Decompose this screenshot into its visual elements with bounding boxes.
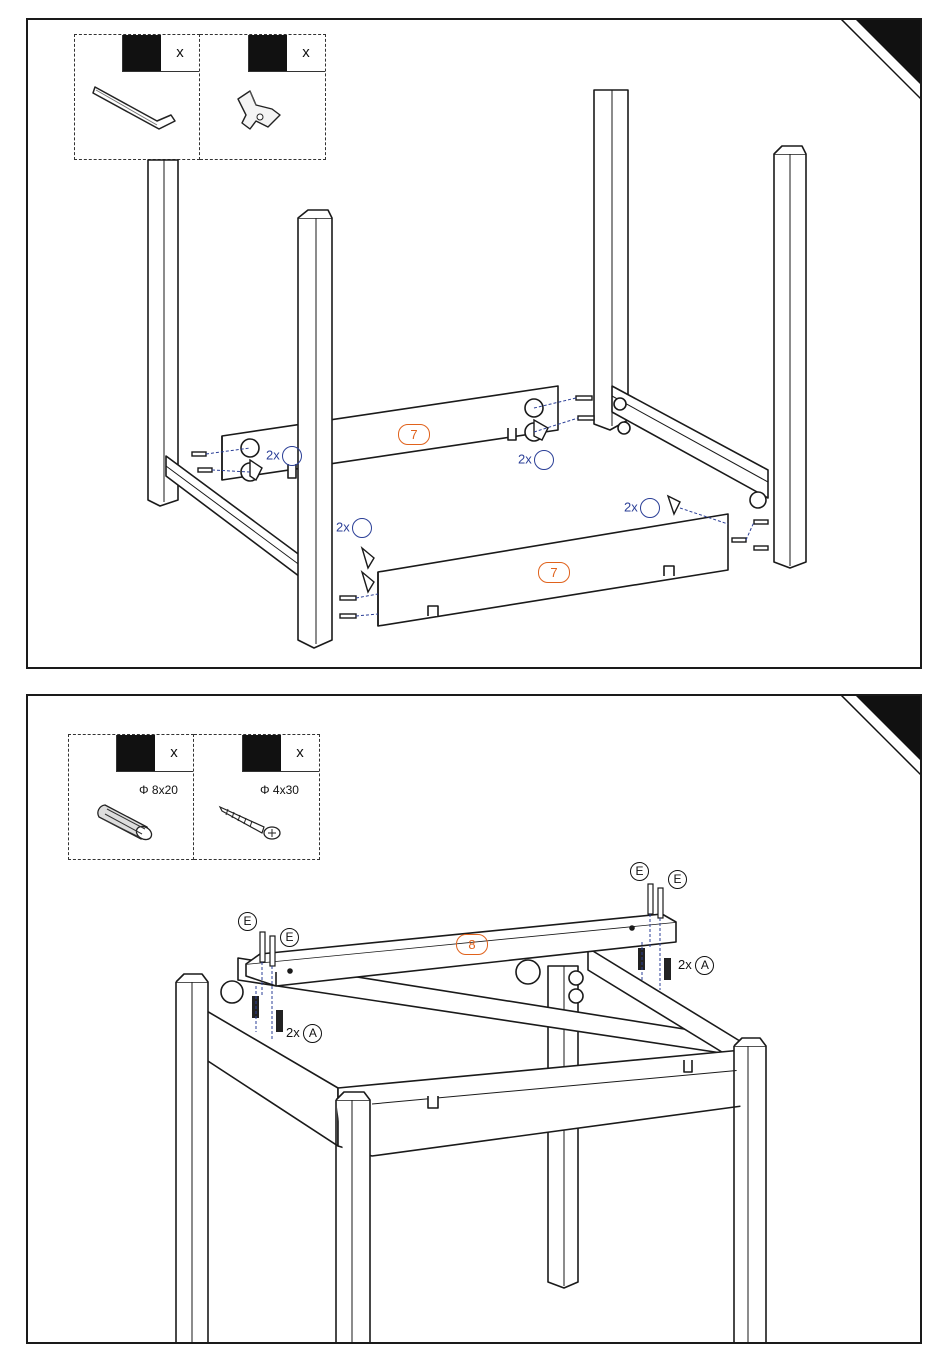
callout-quantity: 2x [624,498,660,518]
part-number-back-rail: 7 [398,424,430,445]
step-panel-1: x x [26,18,922,669]
screw-callout: E [280,928,299,947]
part-number-front-rail: 7 [538,562,570,583]
step-panel-2: x Φ 8x20 x Φ 4x30 [26,694,922,1344]
dowel-callout: 2x A [678,956,714,975]
dowel-callout: 2x A [286,1024,322,1043]
callout-quantity: 2x [518,450,554,470]
screw-callout: E [630,862,649,881]
assembly-drawing-2 [28,696,922,1344]
assembly-drawing-1 [28,20,922,669]
callout-quantity: 2x [336,518,372,538]
callout-quantity: 2x [266,446,302,466]
screw-callout: E [238,912,257,931]
part-number-top-rail: 8 [456,934,488,955]
screw-callout: E [668,870,687,889]
